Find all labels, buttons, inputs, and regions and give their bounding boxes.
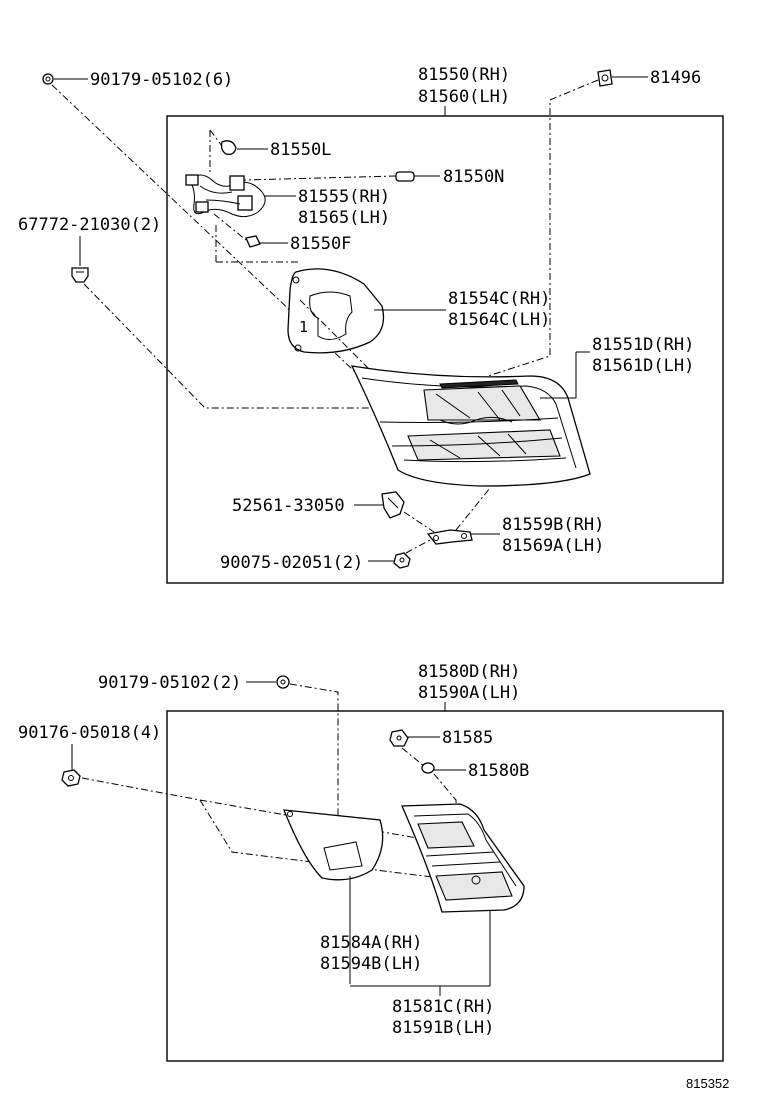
bracket-81559b[interactable] [426,529,473,545]
label-81564c-lh[interactable]: 81564C(LH) [448,310,550,330]
clip-81496[interactable] [597,69,613,87]
label-81585[interactable]: 81585 [442,728,493,748]
label-81580d-rh[interactable]: 81580D(RH) [418,662,520,682]
label-81584a-rh[interactable]: 81584A(RH) [320,933,422,953]
label-81551d-rh[interactable]: 81551D(RH) [592,335,694,355]
bulb-81550f[interactable] [245,235,261,248]
label-81590a-lh[interactable]: 81590A(LH) [418,683,520,703]
label-90176-05018-4[interactable]: 90176-05018(4) [18,723,161,743]
label-81594b-lh[interactable]: 81594B(LH) [320,954,422,974]
gasket-81584a[interactable] [282,809,384,881]
socket-and-wire-81555[interactable] [185,174,266,218]
label-81550f[interactable]: 81550F [290,234,351,254]
label-81591b-lh[interactable]: 81591B(LH) [392,1018,494,1038]
label-81554c-rh[interactable]: 81554C(RH) [448,289,550,309]
dash-clip-81496 [419,79,599,399]
bulb-81580b[interactable] [421,762,435,774]
bulb-81550n[interactable] [395,171,415,182]
gasket-81554c[interactable] [287,268,385,354]
label-81581c-rh[interactable]: 81581C(RH) [392,997,494,1017]
screw-90179-05102-6[interactable] [42,73,54,85]
diagram-id: 815352 [686,1076,729,1091]
lower-assembly: 81580D(RH) 81590A(LH) 90179-05102(2) 901… [18,662,724,1062]
label-81560-lh[interactable]: 81560(LH) [418,87,510,107]
label-81565-lh[interactable]: 81565(LH) [298,208,390,228]
label-81569a-lh[interactable]: 81569A(LH) [502,536,604,556]
label-81550-rh[interactable]: 81550(RH) [418,65,510,85]
bracket-81581c [350,910,491,987]
dash-screw-upper [51,84,391,406]
label-90179-05102-2[interactable]: 90179-05102(2) [98,673,241,693]
label-81550n[interactable]: 81550N [443,167,504,187]
lens-81581c[interactable] [401,803,525,913]
upper-assembly: 81550(RH) 81560(LH) 90179-05102(6) 81496… [18,65,724,584]
label-81580b[interactable]: 81580B [468,761,529,781]
bulb-81550l[interactable] [220,140,237,156]
screw-90179-05102-2[interactable] [276,675,290,689]
label-81550l[interactable]: 81550L [270,140,331,160]
stud-67772-21030[interactable] [71,267,89,283]
label-81561d-lh[interactable]: 81561D(LH) [592,356,694,376]
dash-stud-67772 [83,283,390,409]
lens-81551d[interactable] [350,365,591,487]
dash-screw-lower [289,683,339,866]
socket-81585[interactable] [389,729,409,747]
nut-90176-05018[interactable] [61,769,81,787]
label-67772-21030-2[interactable]: 67772-21030(2) [18,215,161,235]
nut-90075-02051[interactable] [393,552,411,569]
gasket-mark: 1 [299,318,308,336]
label-90179-05102-6[interactable]: 90179-05102(6) [90,70,233,90]
bracket-81551d [540,352,577,399]
retainer-52561-33050[interactable] [381,491,405,519]
label-52561-33050[interactable]: 52561-33050 [232,496,345,516]
label-90075-02051-2[interactable]: 90075-02051(2) [220,553,363,573]
label-81555-rh[interactable]: 81555(RH) [298,187,390,207]
label-81559b-rh[interactable]: 81559B(RH) [502,515,604,535]
dash-nut-lower [81,777,441,843]
label-81496[interactable]: 81496 [650,68,701,88]
